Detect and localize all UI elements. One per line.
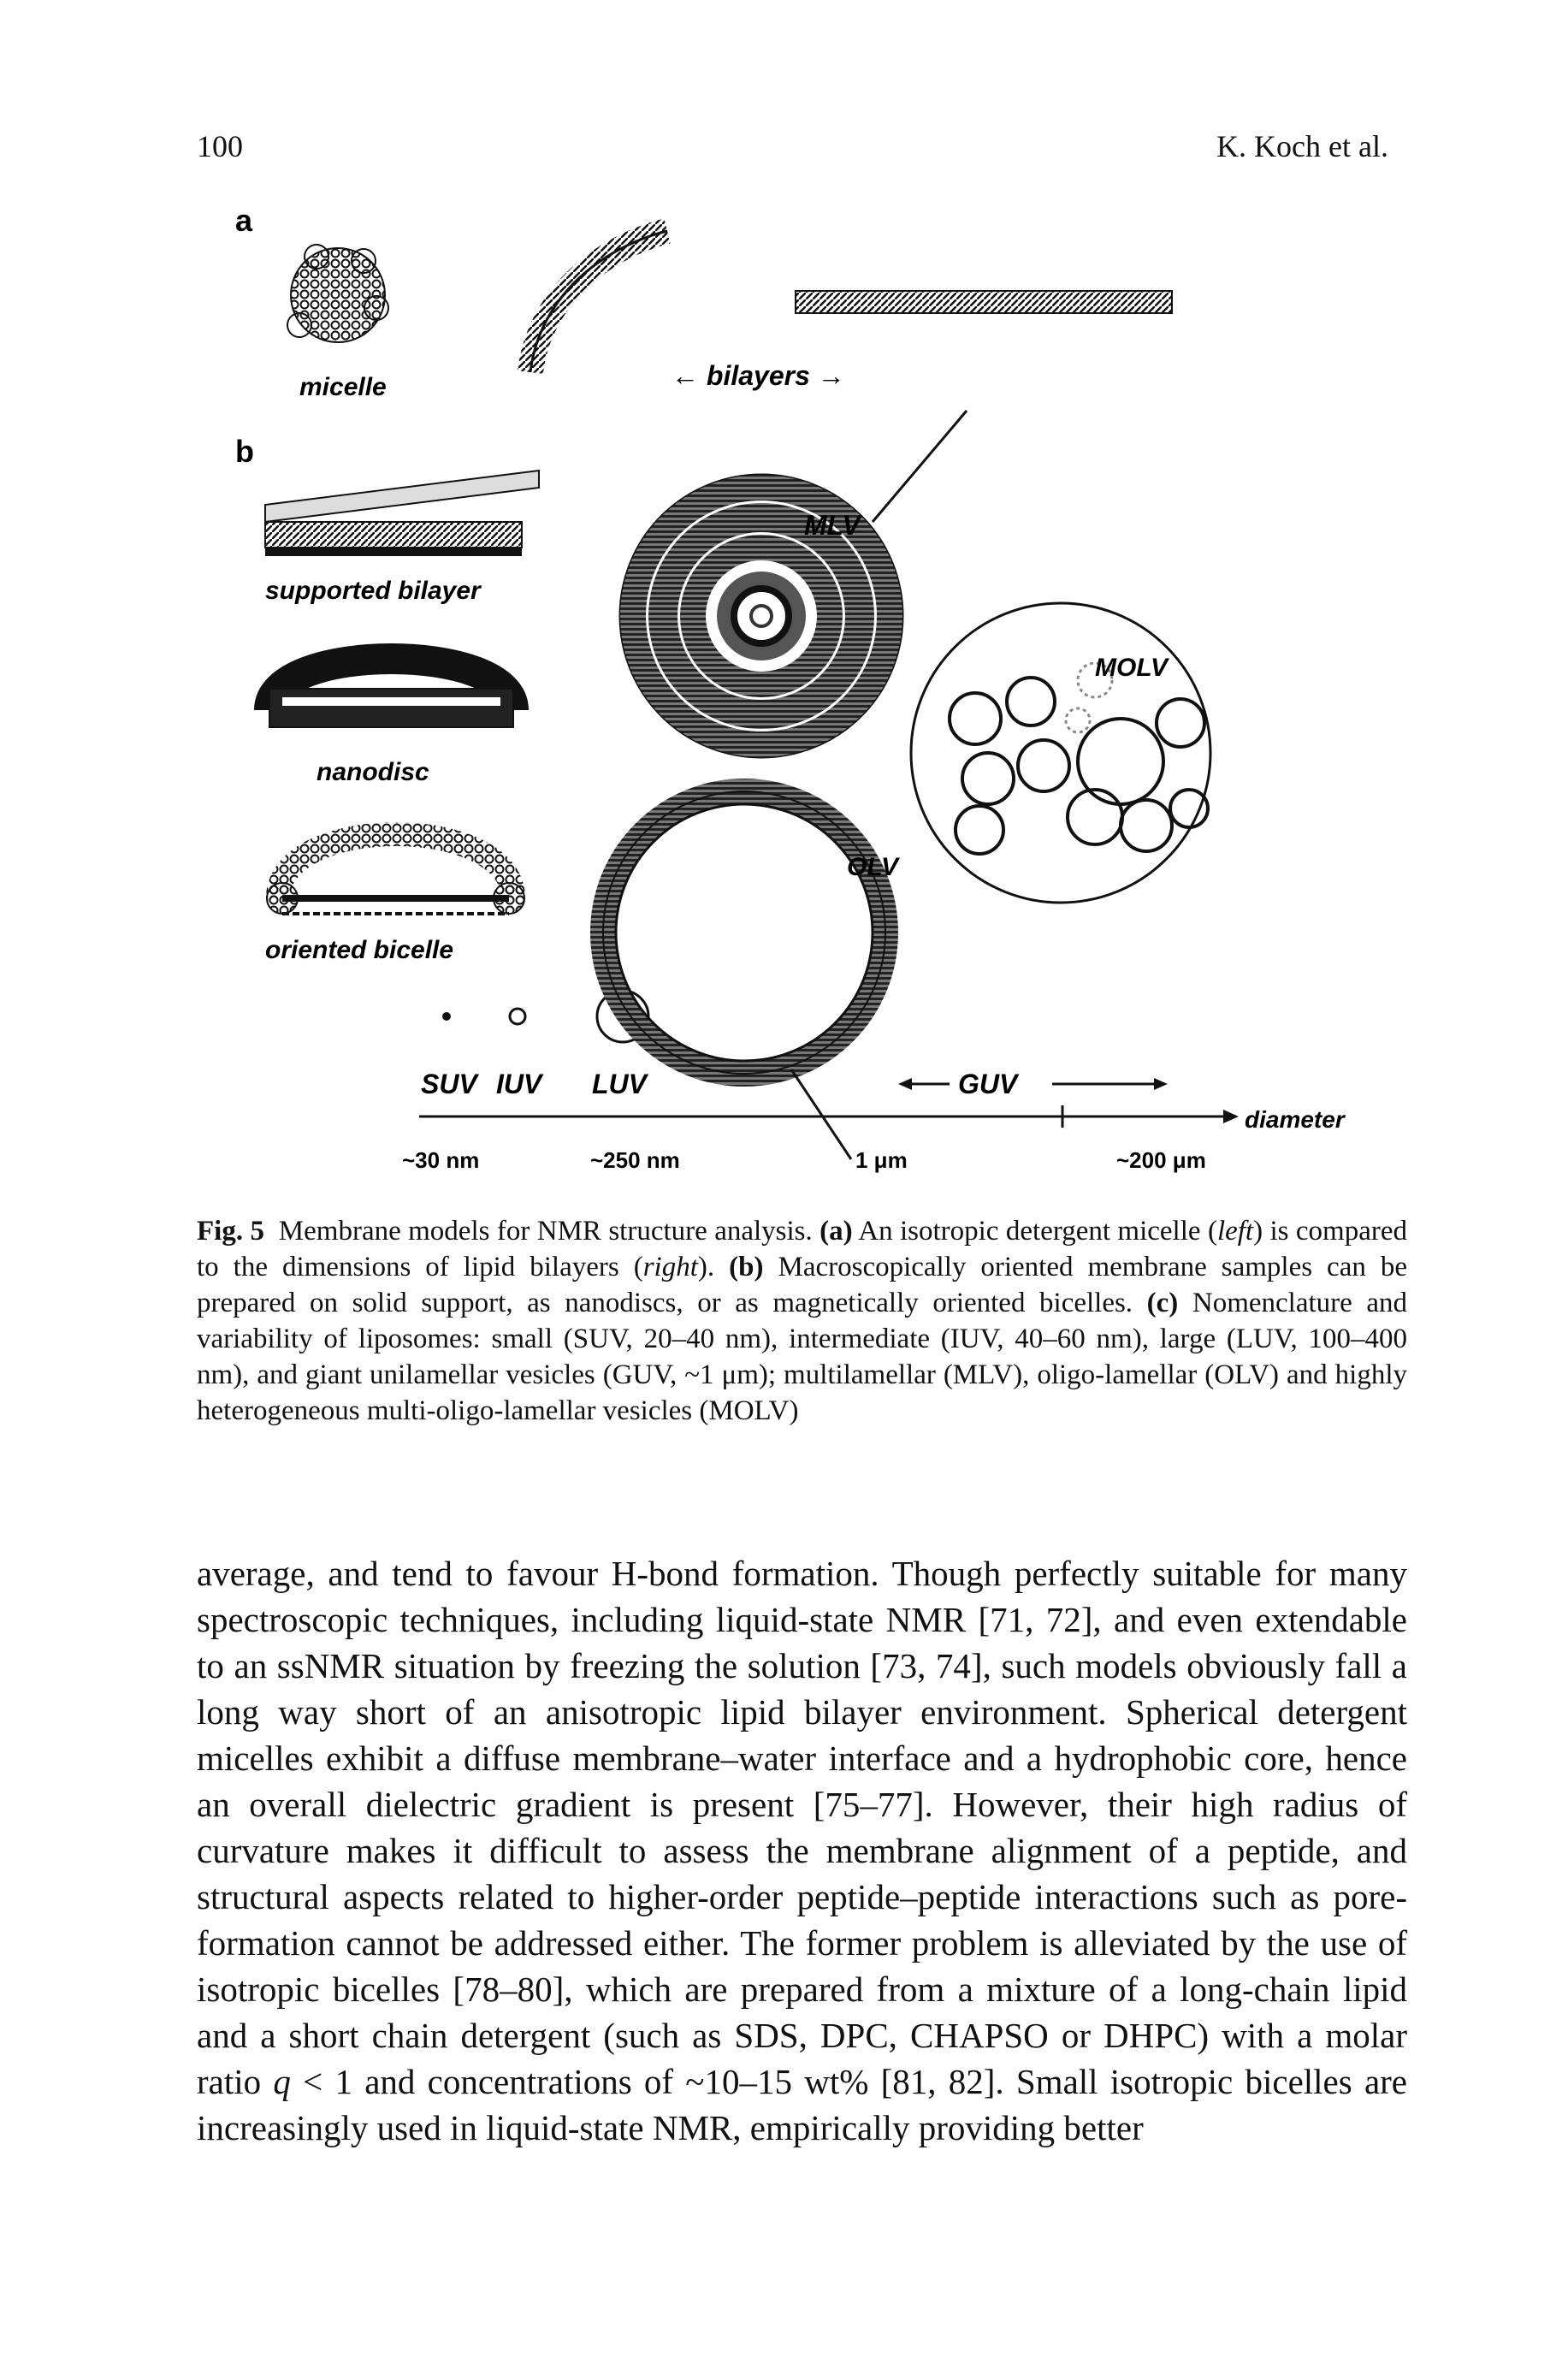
guv-label: GUV: [958, 1069, 1020, 1099]
caption-right: right: [642, 1252, 698, 1282]
suv-circle: [442, 1012, 451, 1021]
caption-fig-label: Fig. 5: [197, 1216, 264, 1247]
size-1um-label: 1 μm: [855, 1147, 908, 1173]
running-authors: K. Koch et al.: [1216, 129, 1388, 163]
mlv-label: MLV: [804, 510, 862, 541]
body-text: average, and tend to favour H-bond forma…: [197, 1550, 1407, 2151]
body-variable-q: q: [273, 2062, 291, 2101]
figure-drawing: a b micelle ← bilayers → supported bilay…: [235, 203, 1346, 1173]
molv-label: MOLV: [1095, 654, 1170, 682]
olv-drawing: [590, 779, 898, 1087]
guv-range-arrow: [898, 1078, 1168, 1090]
mlv-drawing: [618, 410, 968, 759]
caption-text: Membrane models for NMR structure analys…: [278, 1216, 820, 1247]
nanodisc-label: nanodisc: [317, 758, 429, 786]
molv-drawing: [909, 601, 1212, 904]
body-text-part1: average, and tend to favour H-bond forma…: [197, 1554, 1407, 2101]
suv-label: SUV: [421, 1069, 479, 1099]
caption-part-a: (a): [820, 1216, 853, 1247]
bilayers-label: ← bilayers →: [672, 360, 845, 391]
caption-text: An isotropic detergent micelle (: [852, 1216, 1217, 1247]
caption-text: ).: [697, 1252, 730, 1282]
iuv-label: IUV: [496, 1069, 544, 1099]
size-200um-label: ~200 μm: [1116, 1147, 1206, 1173]
curved-bilayer-drawing: [518, 218, 671, 375]
supported-bilayer-label: supported bilayer: [265, 577, 482, 605]
diameter-label: diameter: [1245, 1106, 1346, 1133]
panel-a-label: a: [235, 203, 253, 238]
caption-text: ) is compared to the dimensions of lipid…: [197, 1216, 1407, 1282]
caption-part-b: (b): [729, 1252, 764, 1282]
curved-bilayer-core: [529, 229, 668, 373]
figure-membrane-models: a b micelle ← bilayers → supported bilay…: [197, 197, 1411, 1189]
micelle-label: micelle: [299, 373, 387, 401]
size-30nm-label: ~30 nm: [402, 1147, 479, 1173]
micelle-drawing: [287, 244, 389, 343]
page-number: 100: [197, 129, 243, 163]
flat-bilayer-drawing: [795, 290, 1173, 314]
caption-left: left: [1216, 1216, 1254, 1247]
body-paragraph: average, and tend to favour H-bond forma…: [197, 1550, 1407, 2151]
caption-part-c: (c): [1146, 1288, 1179, 1318]
size-250nm-label: ~250 nm: [590, 1147, 680, 1173]
caption-text: Nomenclature and variability of liposome…: [197, 1288, 1407, 1426]
olv-label: OLV: [847, 853, 901, 881]
iuv-circle: [508, 1007, 527, 1026]
diameter-axis: [419, 1069, 1239, 1160]
panel-b-label: b: [235, 434, 254, 469]
nanodisc-drawing: [254, 643, 529, 728]
luv-label: LUV: [592, 1069, 649, 1099]
figure-caption: Fig. 5 Membrane models for NMR structure…: [197, 1213, 1407, 1429]
supported-bilayer-drawing: [264, 469, 540, 556]
oriented-bicelle-label: oriented bicelle: [265, 936, 453, 964]
caption-text: Macroscopically oriented membrane sample…: [197, 1252, 1407, 1318]
body-text-part2: < 1 and concentrations of ~10–15 wt% [81…: [197, 2062, 1407, 2147]
oriented-bicelle-drawing: [266, 822, 525, 915]
